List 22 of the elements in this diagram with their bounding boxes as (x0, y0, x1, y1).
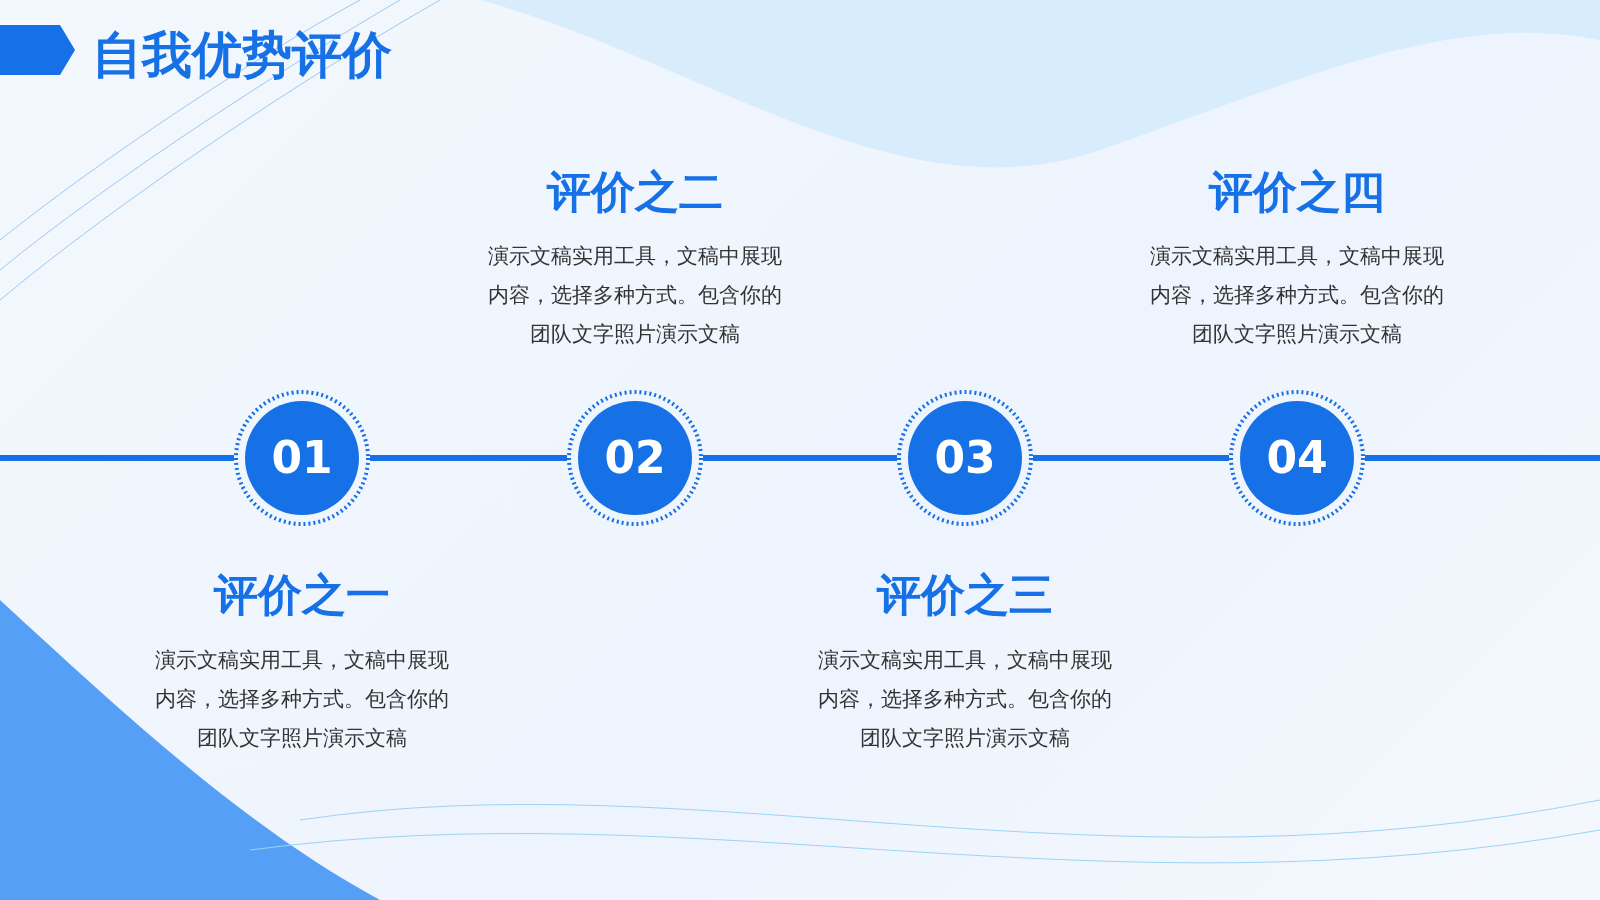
numbered-circle (232, 388, 372, 528)
step-heading: 评价之三 (875, 568, 1054, 622)
timeline-line (1365, 455, 1600, 461)
step-number: 01 (270, 431, 334, 485)
step-number: 02 (603, 431, 667, 485)
step-number: 04 (1265, 431, 1329, 485)
step-description: 演示文稿实用工具，文稿中展现内容，选择多种方式。包含你的团队文字照片演示文稿 (1149, 243, 1445, 348)
numbered-circle (1227, 388, 1367, 528)
numbered-circle (895, 388, 1035, 528)
step-description: 演示文稿实用工具，文稿中展现内容，选择多种方式。包含你的团队文字照片演示文稿 (817, 647, 1113, 752)
numbered-circle (565, 388, 705, 528)
step-description: 演示文稿实用工具，文稿中展现内容，选择多种方式。包含你的团队文字照片演示文稿 (154, 647, 450, 752)
slide-title: 自我优势评价 (92, 25, 392, 86)
step-number: 03 (933, 431, 997, 485)
timeline-line (0, 455, 234, 461)
timeline-line (370, 455, 567, 461)
step-heading: 评价之一 (212, 568, 391, 622)
timeline-line (1033, 455, 1229, 461)
step-heading: 评价之二 (545, 165, 724, 219)
step-description: 演示文稿实用工具，文稿中展现内容，选择多种方式。包含你的团队文字照片演示文稿 (487, 243, 783, 348)
timeline-line (703, 455, 897, 461)
step-heading: 评价之四 (1207, 165, 1386, 219)
